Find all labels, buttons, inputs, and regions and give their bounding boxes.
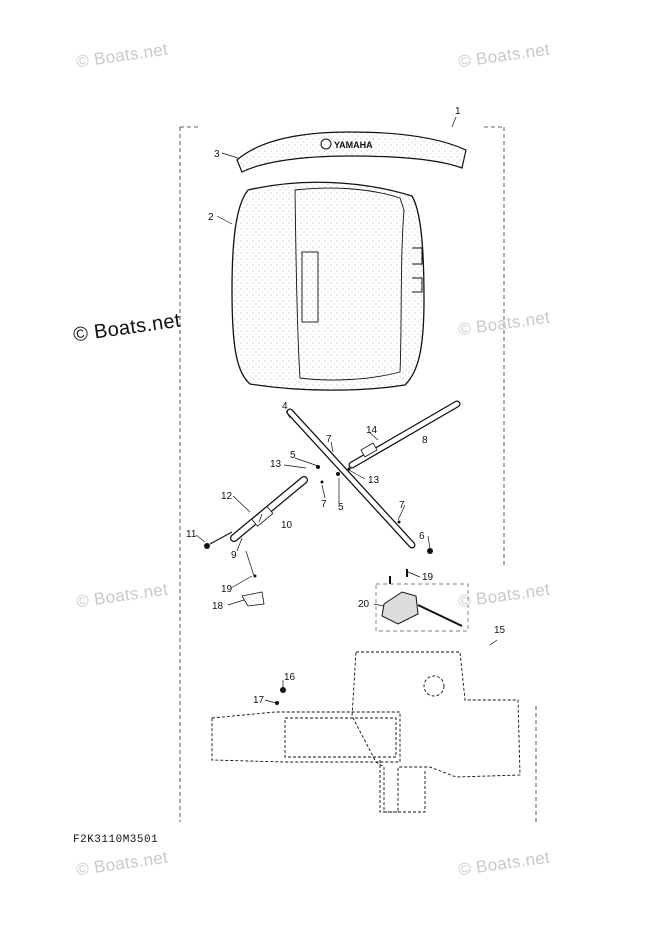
rod-assembly-10 — [204, 476, 308, 549]
callout-16: 16 — [284, 672, 296, 683]
svg-text:YAMAHA: YAMAHA — [334, 140, 373, 150]
callout-3: 3 — [214, 149, 220, 160]
rod-assembly-4 — [286, 408, 433, 554]
callout-6: 6 — [419, 531, 425, 542]
callout-14: 14 — [366, 425, 378, 436]
leader-lines — [195, 116, 498, 704]
callout-9: 9 — [231, 550, 237, 561]
callout-5-a: 5 — [290, 450, 296, 461]
callout-18: 18 — [212, 601, 224, 612]
callout-17: 17 — [253, 695, 265, 706]
cover-part — [231, 181, 425, 391]
callout-15: 15 — [494, 625, 506, 636]
bracket-part-18 — [241, 591, 265, 607]
callout-5-b: 5 — [338, 502, 344, 513]
callout-10: 10 — [281, 520, 293, 531]
callout-8: 8 — [422, 435, 428, 446]
diagram-code: F2K3110M3501 — [73, 834, 159, 846]
callout-7-a: 7 — [326, 434, 332, 445]
lock-assembly-part — [375, 583, 469, 632]
callout-19-a: 19 — [221, 584, 233, 595]
callout-13-b: 13 — [368, 475, 380, 486]
callout-11: 11 — [186, 529, 197, 540]
callout-1: 1 — [455, 106, 461, 117]
assembly-boundary — [179, 126, 505, 822]
fastener-parts — [253, 465, 408, 705]
grab-bar-part: YAMAHA — [236, 131, 467, 173]
rod-assembly-8 — [348, 400, 461, 469]
deck-mat-part — [211, 651, 521, 813]
yamaha-logo: YAMAHA — [320, 138, 373, 150]
callout-labels: 1 3 2 4 7 14 8 5 13 13 7 5 7 12 10 6 11 … — [186, 106, 506, 706]
callout-19-b: 19 — [422, 572, 434, 583]
callout-2: 2 — [208, 212, 214, 223]
callout-7-c: 7 — [399, 500, 405, 511]
callout-4: 4 — [282, 401, 288, 412]
callout-12: 12 — [221, 491, 233, 502]
callout-7-b: 7 — [321, 499, 327, 510]
callout-13-a: 13 — [270, 459, 282, 470]
callout-20: 20 — [358, 599, 370, 610]
